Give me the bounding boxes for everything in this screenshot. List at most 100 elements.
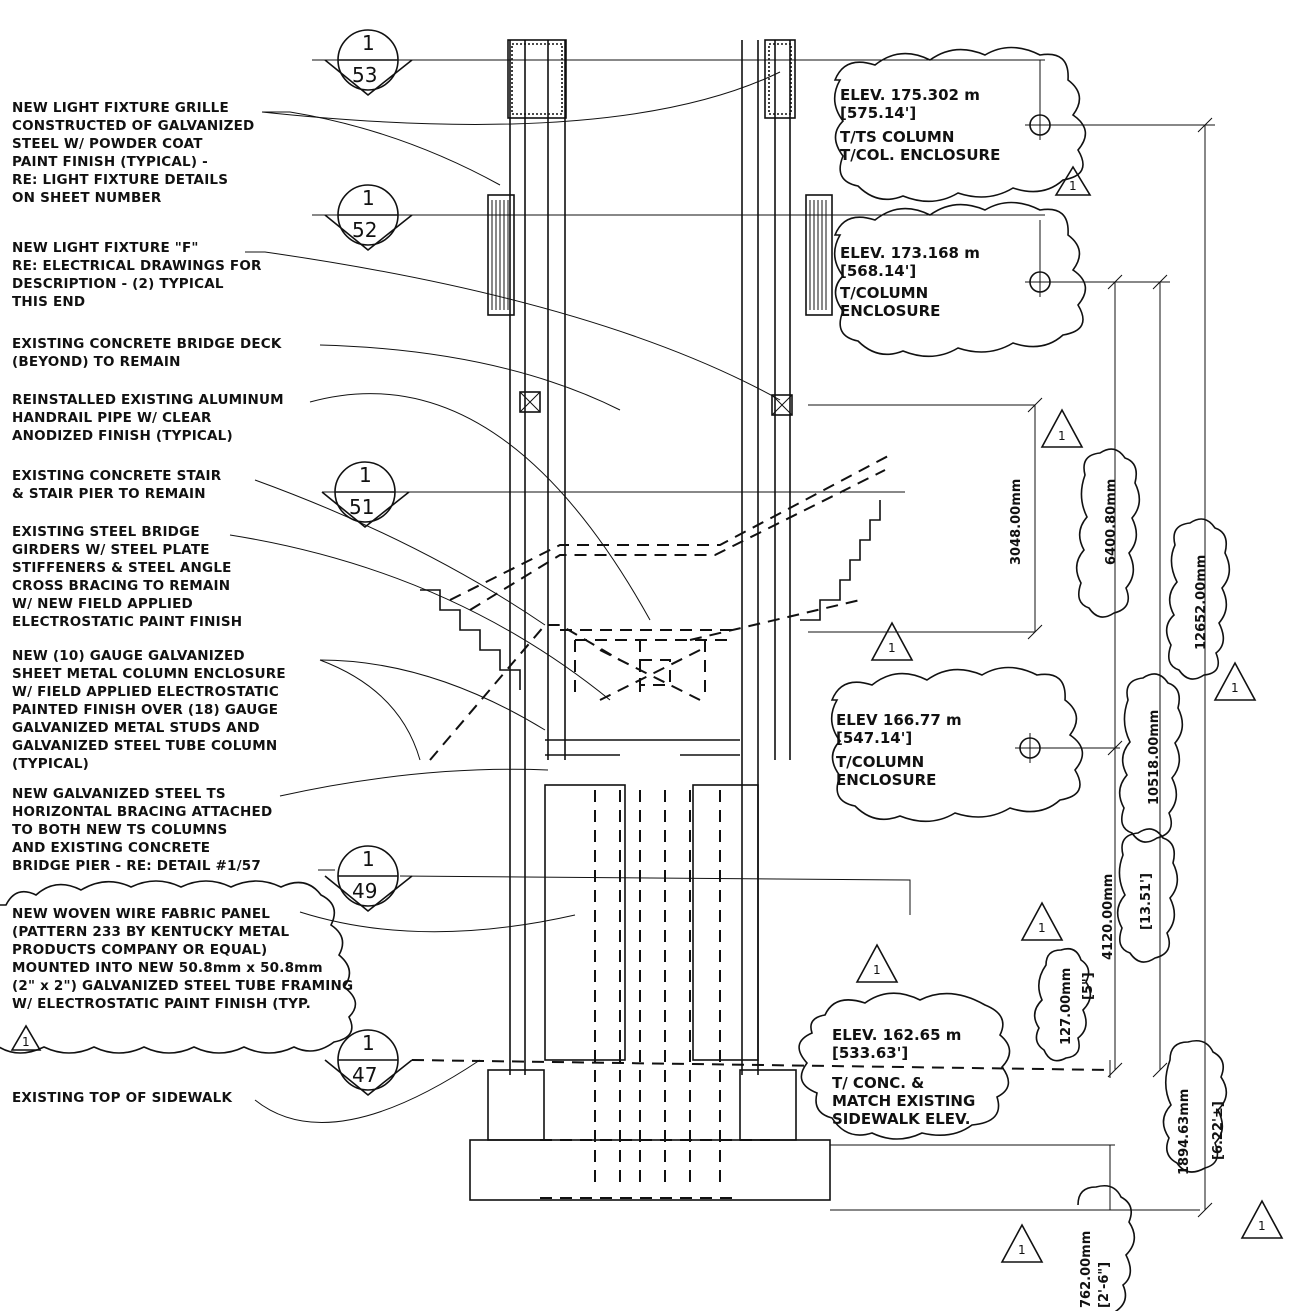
tag-bottom: 51	[349, 495, 374, 519]
dim-10518: 10518.00mm	[1147, 710, 1162, 805]
note-line: (TYPICAL)	[12, 756, 89, 772]
revision-number: 1	[22, 1035, 30, 1049]
tag-bottom: 53	[352, 63, 377, 87]
elevation-cloud-175: ELEV. 175.302 m [575.14'] T/TS COLUMN T/…	[833, 46, 1087, 203]
tag-top: 1	[359, 463, 372, 487]
elevation-line: ELEV. 173.168 m	[840, 244, 980, 262]
note-line: RE: ELECTRICAL DRAWINGS FOR	[12, 258, 262, 274]
note-line: CONSTRUCTED OF GALVANIZED	[12, 118, 254, 134]
note-line: W/ FIELD APPLIED ELECTROSTATIC	[12, 684, 279, 700]
svg-text:1: 1	[873, 963, 881, 977]
tag-top: 1	[362, 847, 375, 871]
tag-top: 1	[362, 186, 375, 210]
revision-delta: 1	[1240, 1199, 1284, 1239]
note-line: PAINT FINISH (TYPICAL) -	[12, 154, 208, 170]
revision-delta: 1	[1054, 165, 1092, 196]
note-horizontal-bracing: NEW GALVANIZED STEEL TS HORIZONTAL BRACI…	[12, 786, 272, 874]
note-line: NEW LIGHT FIXTURE "F"	[12, 240, 199, 256]
note-line: THIS END	[12, 294, 85, 310]
svg-text:1: 1	[1258, 1219, 1266, 1233]
revision-delta: 1	[1000, 1223, 1044, 1263]
dim-1894: 1894.63mm	[1177, 1089, 1192, 1175]
dim-6400-cloud: 6400.80mm	[1075, 448, 1141, 618]
note-line: EXISTING TOP OF SIDEWALK	[12, 1090, 232, 1106]
section-tag-47: 1 47	[324, 1029, 1111, 1097]
note-line: DESCRIPTION - (2) TYPICAL	[12, 276, 224, 292]
svg-text:1: 1	[1038, 921, 1046, 935]
note-line: EXISTING CONCRETE BRIDGE DECK	[12, 336, 282, 352]
note-bridge-deck: EXISTING CONCRETE BRIDGE DECK (BEYOND) T…	[12, 336, 282, 370]
note-line: W/ NEW FIELD APPLIED	[12, 596, 193, 612]
note-line: NEW GALVANIZED STEEL TS	[12, 786, 226, 802]
svg-text:1: 1	[1018, 1243, 1026, 1257]
note-light-fixture-f: NEW LIGHT FIXTURE "F" RE: ELECTRICAL DRA…	[12, 240, 262, 310]
revision-cloud-fabric-note	[0, 880, 357, 1054]
dim-4120: 4120.00mm	[1101, 874, 1116, 960]
elevation-line: ENCLOSURE	[836, 771, 936, 789]
elevation-line: MATCH EXISTING	[832, 1092, 975, 1110]
elevation-line: SIDEWALK ELEV.	[832, 1110, 970, 1128]
note-handrail: REINSTALLED EXISTING ALUMINUM HANDRAIL P…	[12, 392, 284, 444]
tag-bottom: 52	[352, 218, 377, 242]
dimension-lines	[1027, 117, 1213, 1218]
note-line: AND EXISTING CONCRETE	[12, 840, 210, 856]
revision-delta: 1	[870, 621, 914, 661]
svg-text:1: 1	[1231, 681, 1239, 695]
note-line: W/ ELECTROSTATIC PAINT FINISH (TYP.	[12, 996, 311, 1012]
dim-127: 127.00mm	[1059, 968, 1074, 1045]
elevation-line: ELEV 166.77 m	[836, 711, 962, 729]
note-line: RE: LIGHT FIXTURE DETAILS	[12, 172, 228, 188]
note-line: HANDRAIL PIPE W/ CLEAR	[12, 410, 212, 426]
dim-3048: 3048.00mm	[1009, 479, 1024, 565]
section-tag-53: 1 53	[312, 29, 1045, 97]
note-line: GALVANIZED METAL STUDS AND	[12, 720, 260, 736]
note-line: REINSTALLED EXISTING ALUMINUM	[12, 392, 284, 408]
elevation-markers	[808, 60, 1215, 1211]
note-line: HORIZONTAL BRACING ATTACHED	[12, 804, 272, 820]
tag-top: 1	[362, 31, 375, 55]
column-structure	[420, 39, 891, 1201]
dim-10518-cloud: 10518.00mm	[1118, 673, 1184, 843]
note-line: NEW WOVEN WIRE FABRIC PANEL	[12, 906, 270, 922]
elevation-line: [547.14']	[836, 729, 912, 747]
elevation-line: T/ CONC. &	[832, 1074, 924, 1092]
section-tag-52: 1 52	[312, 184, 1045, 252]
revision-delta-left: 1	[10, 1024, 42, 1051]
elevation-cloud-173: ELEV. 173.168 m [568.14'] T/COLUMN ENCLO…	[833, 201, 1087, 358]
elevation-line: T/COLUMN	[836, 753, 924, 771]
note-line: (2" x 2") GALVANIZED STEEL TUBE FRAMING	[12, 978, 353, 994]
elevation-line: ENCLOSURE	[840, 302, 940, 320]
section-tag-49: 1 49	[324, 845, 911, 915]
note-line: STEEL W/ POWDER COAT	[12, 136, 203, 152]
tag-top: 1	[362, 1031, 375, 1055]
note-line: EXISTING STEEL BRIDGE	[12, 524, 200, 540]
elevation-cloud-162: ELEV. 162.65 m [533.63'] T/ CONC. & MATC…	[798, 992, 1011, 1140]
note-sidewalk: EXISTING TOP OF SIDEWALK	[12, 1090, 232, 1106]
svg-text:1: 1	[888, 641, 896, 655]
note-line: GALVANIZED STEEL TUBE COLUMN	[12, 738, 277, 754]
note-line: MOUNTED INTO NEW 50.8mm x 50.8mm	[12, 960, 323, 976]
note-line: ANODIZED FINISH (TYPICAL)	[12, 428, 233, 444]
note-line: SHEET METAL COLUMN ENCLOSURE	[12, 666, 286, 682]
elevation-line: ELEV. 162.65 m	[832, 1026, 961, 1044]
note-line: & STAIR PIER TO REMAIN	[12, 486, 206, 502]
note-girders: EXISTING STEEL BRIDGE GIRDERS W/ STEEL P…	[12, 524, 242, 630]
note-line: CROSS BRACING TO REMAIN	[12, 578, 230, 594]
dim-4120-imperial: [13.51']	[1139, 873, 1154, 930]
svg-text:1: 1	[1069, 179, 1077, 193]
tag-bottom: 49	[352, 879, 377, 903]
note-line: GIRDERS W/ STEEL PLATE	[12, 542, 210, 558]
elevation-cloud-166: ELEV 166.77 m [547.14'] T/COLUMN ENCLOSU…	[830, 666, 1084, 823]
dim-127-imperial: [5"]	[1081, 972, 1096, 1000]
note-line: ELECTROSTATIC PAINT FINISH	[12, 614, 242, 630]
dim-762-cloud: 762.00mm [2'-6"]	[1077, 1184, 1136, 1311]
dim-6400: 6400.80mm	[1104, 479, 1119, 565]
dim-4120-cloud: 4120.00mm [13.51']	[1101, 828, 1179, 963]
elevation-line: [533.63']	[832, 1044, 908, 1062]
dim-1894-cloud: 1894.63mm [6.22'±]	[1162, 1039, 1228, 1175]
elevation-line: T/TS COLUMN	[840, 128, 954, 146]
dim-12652-cloud: 12652.00mm	[1165, 518, 1231, 680]
section-tag-51: 1 51	[321, 461, 905, 529]
elevation-line: T/COLUMN	[840, 284, 928, 302]
